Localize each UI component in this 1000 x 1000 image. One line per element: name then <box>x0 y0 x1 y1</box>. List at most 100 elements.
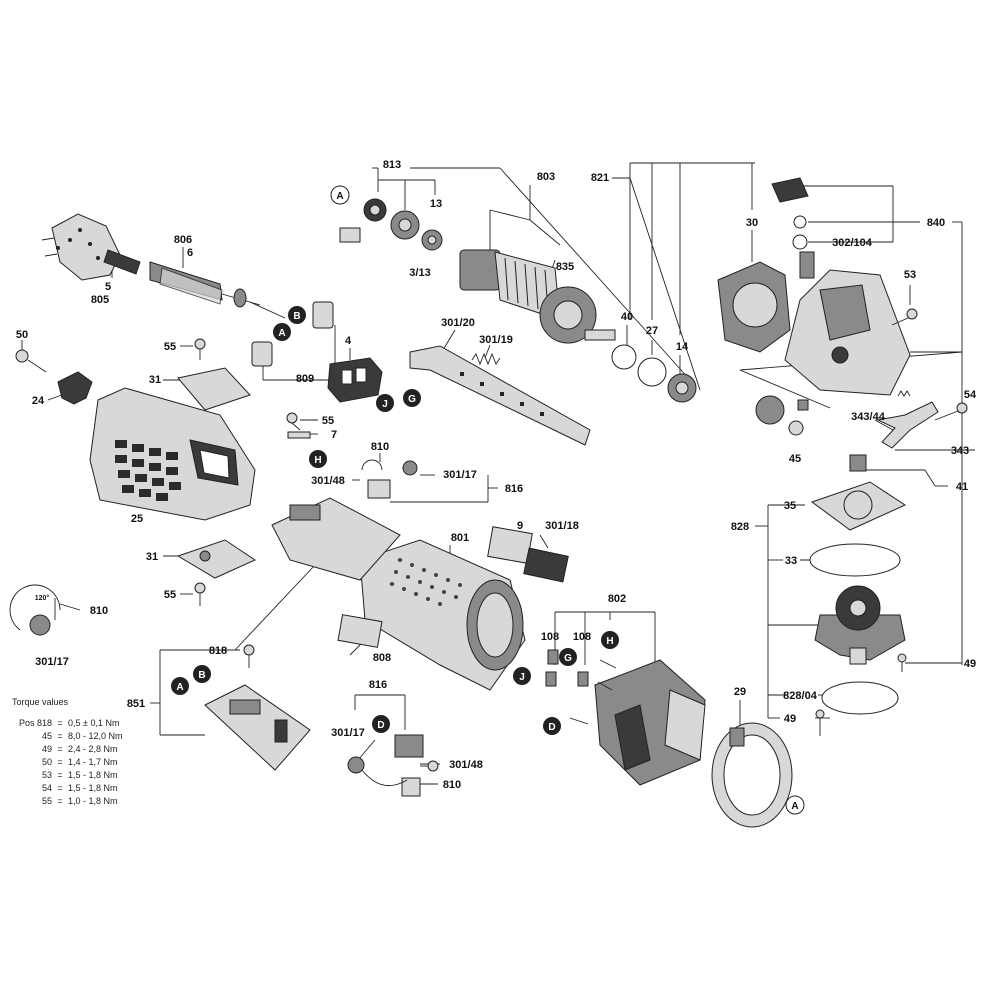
marker-j-switch-label: J <box>382 399 388 410</box>
torque-row: 45 = 8,0 - 12,0 Nm <box>12 730 148 743</box>
marker-g-coil-label: G <box>564 653 572 664</box>
torque-eq: = <box>57 744 63 754</box>
torque-eq: = <box>57 796 63 806</box>
label-54: 54 <box>964 389 977 401</box>
suppressor <box>523 547 569 583</box>
torque-val: 1,5 - 1,8 Nm <box>68 770 118 780</box>
label-821: 821 <box>591 172 609 184</box>
label-27: 27 <box>646 325 658 337</box>
label-24: 24 <box>32 395 45 407</box>
label-828: 828 <box>731 521 749 533</box>
label-835: 835 <box>556 261 574 273</box>
label-803: 803 <box>537 171 555 183</box>
marker-a-bottom <box>785 795 805 815</box>
brush-spring-detail <box>9 584 61 636</box>
torque-eq: = <box>57 718 63 728</box>
label-808: 808 <box>373 652 391 664</box>
torque-pos: 53 <box>41 770 52 780</box>
o-ring-104 <box>792 234 808 250</box>
label-801: 801 <box>451 532 469 544</box>
marker-j-coil-label: J <box>519 672 525 683</box>
switch-cover-pin <box>199 550 211 562</box>
pinion-gear <box>755 395 809 436</box>
label-302-104: 302/104 <box>832 237 873 249</box>
torque-pos: Pos 818 <box>18 718 52 728</box>
label-813: 813 <box>383 159 401 171</box>
torque-val: 0,5 ± 0,1 Nm <box>68 718 120 728</box>
screw-50 <box>15 349 47 373</box>
o-ring-33 <box>809 543 901 577</box>
marker-j-coil <box>513 667 531 685</box>
electronics-module <box>204 684 311 771</box>
marker-b-base-label: B <box>198 670 205 681</box>
label-55-top: 55 <box>164 341 176 353</box>
torque-row: 50 = 1,4 - 1,7 Nm <box>12 756 148 769</box>
marker-d-left-label: D <box>377 720 384 731</box>
label-5: 5 <box>105 281 111 293</box>
power-cable-sleeve <box>149 261 286 319</box>
label-301-17-bottom: 301/17 <box>331 727 365 739</box>
cord-clamp-right <box>312 301 334 329</box>
label-301-17-top: 301/17 <box>443 469 477 481</box>
marker-h-coil-label: H <box>606 636 613 647</box>
reference-markers: A A A B J G H A B D J G H D <box>171 185 805 815</box>
label-802: 802 <box>608 593 626 605</box>
marker-h-coil <box>601 631 619 649</box>
marker-a-cord <box>273 323 291 341</box>
type-label <box>337 614 383 648</box>
carbon-brush-spring-top <box>361 459 383 471</box>
spindle-assembly <box>814 585 906 665</box>
torque-row: 55 = 1,0 - 1,8 Nm <box>12 795 148 808</box>
spindle-lock-button <box>771 177 809 203</box>
brush-holder-top <box>367 479 391 499</box>
switch-cover-top <box>177 367 251 411</box>
marker-a-bottom-label: A <box>791 801 798 812</box>
label-13: 13 <box>430 198 442 210</box>
label-29: 29 <box>734 686 746 698</box>
brush-holder-bottom <box>394 734 424 758</box>
label-55-bottom: 55 <box>164 589 176 601</box>
torque-row: 49 = 2,4 - 2,8 Nm <box>12 743 148 756</box>
screw-55-middle <box>286 412 311 439</box>
terminal-108-b <box>577 671 589 687</box>
brush-spring <box>339 227 361 243</box>
side-handle <box>57 371 93 405</box>
marker-b-cord <box>288 306 306 324</box>
label-9: 9 <box>517 520 523 532</box>
label-30: 30 <box>746 217 758 229</box>
marker-d-coil <box>543 717 561 735</box>
snap-ring-40 <box>611 344 637 370</box>
torque-row: Pos 818 = 0,5 ± 0,1 Nm <box>12 717 148 730</box>
field-coil <box>594 659 706 786</box>
switch-spring <box>471 352 501 366</box>
bearing-flange <box>717 261 791 353</box>
screw-55-bottom <box>194 582 206 606</box>
screw-818 <box>243 644 255 668</box>
label-49-right: 49 <box>964 658 976 670</box>
label-810-bottom: 810 <box>443 779 461 791</box>
screw-54 <box>934 402 968 421</box>
marker-b-cord-label: B <box>293 311 300 322</box>
marker-d-coil-label: D <box>548 722 555 733</box>
label-33: 33 <box>785 555 797 567</box>
torque-row: 54 = 1,5 - 1,8 Nm <box>12 782 148 795</box>
gear-housing <box>784 269 911 396</box>
torque-values-table: Torque values Pos 818 = 0,5 ± 0,1 Nm 45 … <box>12 696 148 808</box>
cord-clamp-left <box>251 341 273 367</box>
marker-a-top-label: A <box>336 191 343 202</box>
torque-title: Torque values <box>12 697 69 707</box>
label-sheet <box>487 526 533 564</box>
spindle-lock-pin <box>799 251 815 279</box>
torque-eq: = <box>57 770 63 780</box>
label-50: 50 <box>16 329 28 341</box>
torque-eq: = <box>57 783 63 793</box>
label-108-b: 108 <box>573 631 591 643</box>
label-45: 45 <box>789 453 801 465</box>
label-angle: 120° <box>35 594 50 602</box>
label-6: 6 <box>187 247 193 259</box>
label-828-04: 828/04 <box>783 690 818 702</box>
terminal-108-a <box>545 649 559 687</box>
screw-49-a <box>897 653 907 672</box>
torque-pos: 49 <box>41 744 52 754</box>
marker-h-top <box>309 450 327 468</box>
